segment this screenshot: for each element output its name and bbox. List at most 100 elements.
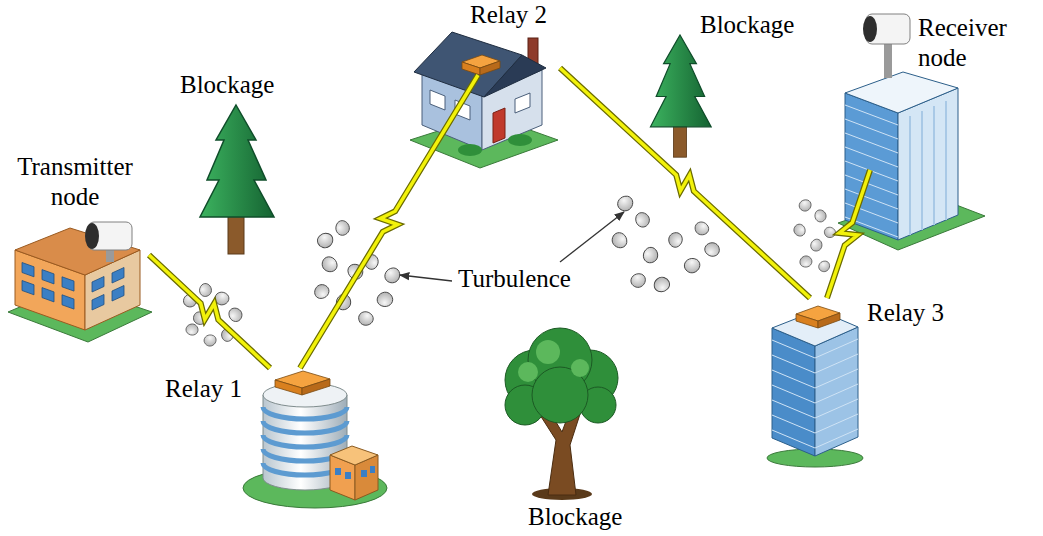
- label-anchor: Blockage: [700, 10, 794, 40]
- fso-link: [300, 75, 478, 368]
- relay-tower: [815, 399, 858, 418]
- annotation-label: Turbulence: [458, 264, 571, 294]
- turbulence-cloud: [374, 289, 395, 310]
- transmitter-building: [112, 286, 124, 302]
- turbulence-cloud: [652, 274, 672, 294]
- transmitter-building: [22, 263, 34, 277]
- relay-tower: [815, 384, 858, 403]
- fso-link: [560, 68, 810, 298]
- leader-arrow: [560, 212, 624, 262]
- relay-tower: [772, 328, 815, 456]
- relay-tower: [772, 355, 815, 373]
- relay-house: [493, 108, 505, 143]
- relay-building: [243, 383, 387, 508]
- turbulence-cloud: [202, 332, 218, 348]
- transmitter-building: [92, 277, 104, 293]
- node-label: Relay 3: [867, 298, 944, 328]
- turbulence-cloud: [384, 267, 401, 284]
- relay-building: [330, 446, 378, 465]
- fso-camera: [85, 223, 99, 249]
- oak-tree: [518, 362, 538, 382]
- node-label: Transmitter node: [5, 152, 145, 212]
- relay-tower: [772, 340, 815, 358]
- turbulence-cloud: [610, 231, 629, 250]
- relay-tower: [815, 369, 858, 388]
- fso-link: [300, 75, 478, 368]
- turbulence-cloud: [313, 283, 331, 301]
- relay-device: [480, 61, 500, 75]
- turbulence-cloud: [682, 255, 703, 276]
- fso-camera: [884, 44, 892, 78]
- turbulence-cloud: [315, 230, 335, 250]
- turbulence-cloud: [823, 225, 837, 239]
- site-node: Relay 2: [460, 0, 560, 75]
- label-anchor: Turbulence: [458, 264, 571, 294]
- fso-link: [560, 68, 810, 298]
- receiver-building: [921, 111, 923, 230]
- turbulence-cloud: [333, 218, 353, 238]
- relay-building: [335, 466, 375, 479]
- fso-link: [149, 255, 270, 368]
- turbulence-cloud: [817, 259, 831, 273]
- relay-device: [275, 371, 330, 395]
- fso-link: [827, 170, 870, 298]
- fso-link: [300, 75, 478, 368]
- site-node: Receiver node: [830, 5, 1035, 170]
- transmitter-building: [22, 281, 34, 295]
- relay-house: [515, 93, 530, 113]
- transmitter-building: [42, 270, 54, 284]
- turbulence-cloud: [616, 194, 635, 213]
- oak-tree: [571, 359, 589, 377]
- relay-tower: [772, 385, 815, 403]
- relay-device: [462, 62, 480, 75]
- receiver-building: [933, 106, 935, 225]
- annotation-label: Blockage: [700, 10, 794, 40]
- turbulence-cloud: [641, 246, 660, 265]
- receiver-building: [838, 72, 985, 250]
- fso-camera: [863, 16, 877, 42]
- pine-tree: [200, 105, 274, 254]
- relay-building: [361, 470, 367, 477]
- relay-building: [335, 468, 341, 475]
- turbulence-cloud: [633, 210, 652, 229]
- node-label: Receiver node: [918, 13, 1028, 73]
- turbulence-cloud: [798, 254, 814, 270]
- turbulence-cloud: [694, 221, 709, 236]
- relay-building: [370, 466, 375, 473]
- pine-tree: [200, 105, 274, 217]
- relay-tower: [772, 339, 858, 448]
- turbulence-cloud: [703, 241, 721, 259]
- label-anchor: Blockage: [528, 502, 622, 532]
- relay-device: [462, 55, 500, 75]
- relay-building: [263, 421, 347, 433]
- relay-tower: [815, 354, 858, 373]
- relay-tower: [767, 310, 863, 467]
- relay-house: [430, 90, 445, 110]
- transmitter-building: [42, 288, 54, 302]
- leader-arrow: [400, 275, 452, 281]
- receiver-building: [910, 101, 946, 235]
- label-anchor: Blockage: [180, 70, 274, 100]
- turbulence-cloud: [810, 238, 823, 252]
- node-label: Relay 1: [165, 374, 242, 404]
- turbulence-cloud: [357, 309, 375, 327]
- fso-link: [149, 255, 270, 368]
- relay-device: [796, 306, 840, 328]
- fso-camera: [85, 222, 132, 262]
- relay-building: [345, 472, 351, 479]
- annotation-label: Blockage: [180, 70, 274, 100]
- relay-device: [275, 380, 302, 395]
- turbulence-cloud: [184, 322, 200, 338]
- turbulence-cloud: [667, 231, 685, 249]
- fso-link: [560, 68, 810, 298]
- site-node: Relay 1: [160, 368, 395, 513]
- receiver-building: [898, 88, 958, 240]
- relay-device: [818, 313, 840, 328]
- transmitter-building: [92, 295, 104, 311]
- relay-tower: [815, 429, 858, 448]
- turbulence-cloud: [792, 222, 808, 238]
- pine-tree: [650, 35, 711, 157]
- transmitter-building: [62, 295, 74, 309]
- fso-link: [827, 170, 870, 298]
